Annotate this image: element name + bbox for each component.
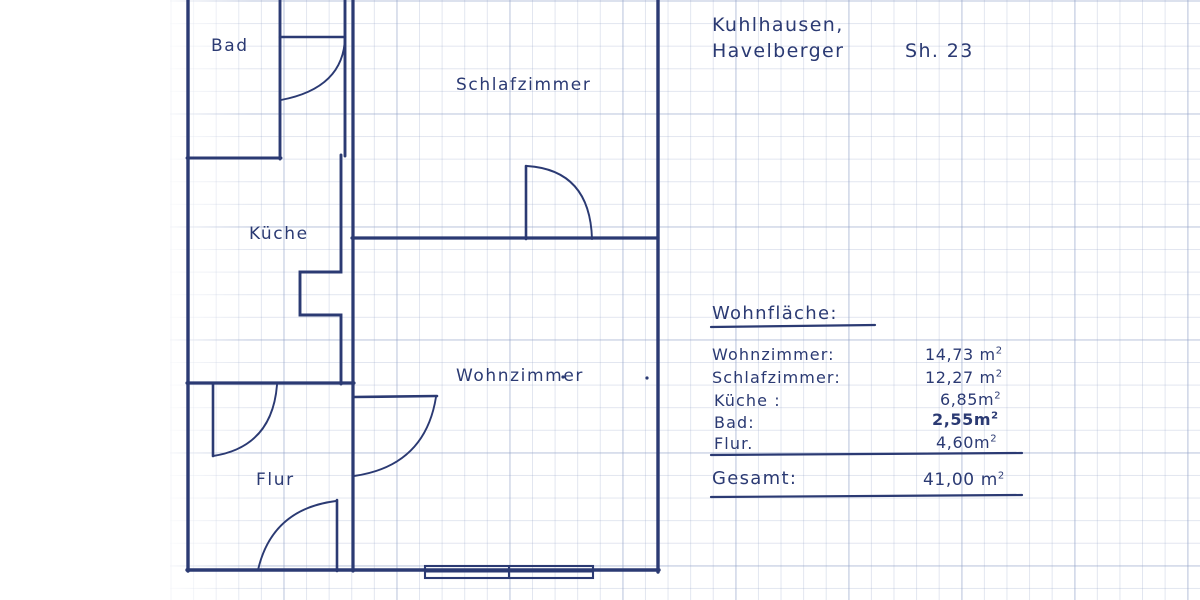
flur-entry-door [211, 382, 278, 458]
legend-total-underline [709, 493, 1024, 499]
legend-heading-underline [709, 323, 877, 329]
flur-south-door [257, 498, 339, 573]
wohnzimmer-door-swing-arc [353, 396, 437, 477]
wohnzimmer-window [423, 564, 595, 580]
flur-entry-door-swing-arc [212, 384, 278, 457]
schlafzimmer-door-swing-arc [526, 165, 593, 240]
graph-paper-background [170, 0, 1200, 600]
bad-door [278, 35, 347, 101]
flur-south-door-swing-arc [257, 500, 337, 571]
schlafzimmer-door [524, 164, 593, 241]
pencil-dot-wohnzimmer [561, 375, 565, 379]
wohnzimmer-door [351, 394, 439, 477]
legend-rows-underline [709, 451, 1024, 457]
bad-door-swing-arc [280, 36, 346, 101]
wohnzimmer-door-leaf [351, 394, 439, 399]
pencil-dot-right [645, 376, 649, 380]
kitchen-east-wall-with-niche [298, 153, 343, 386]
